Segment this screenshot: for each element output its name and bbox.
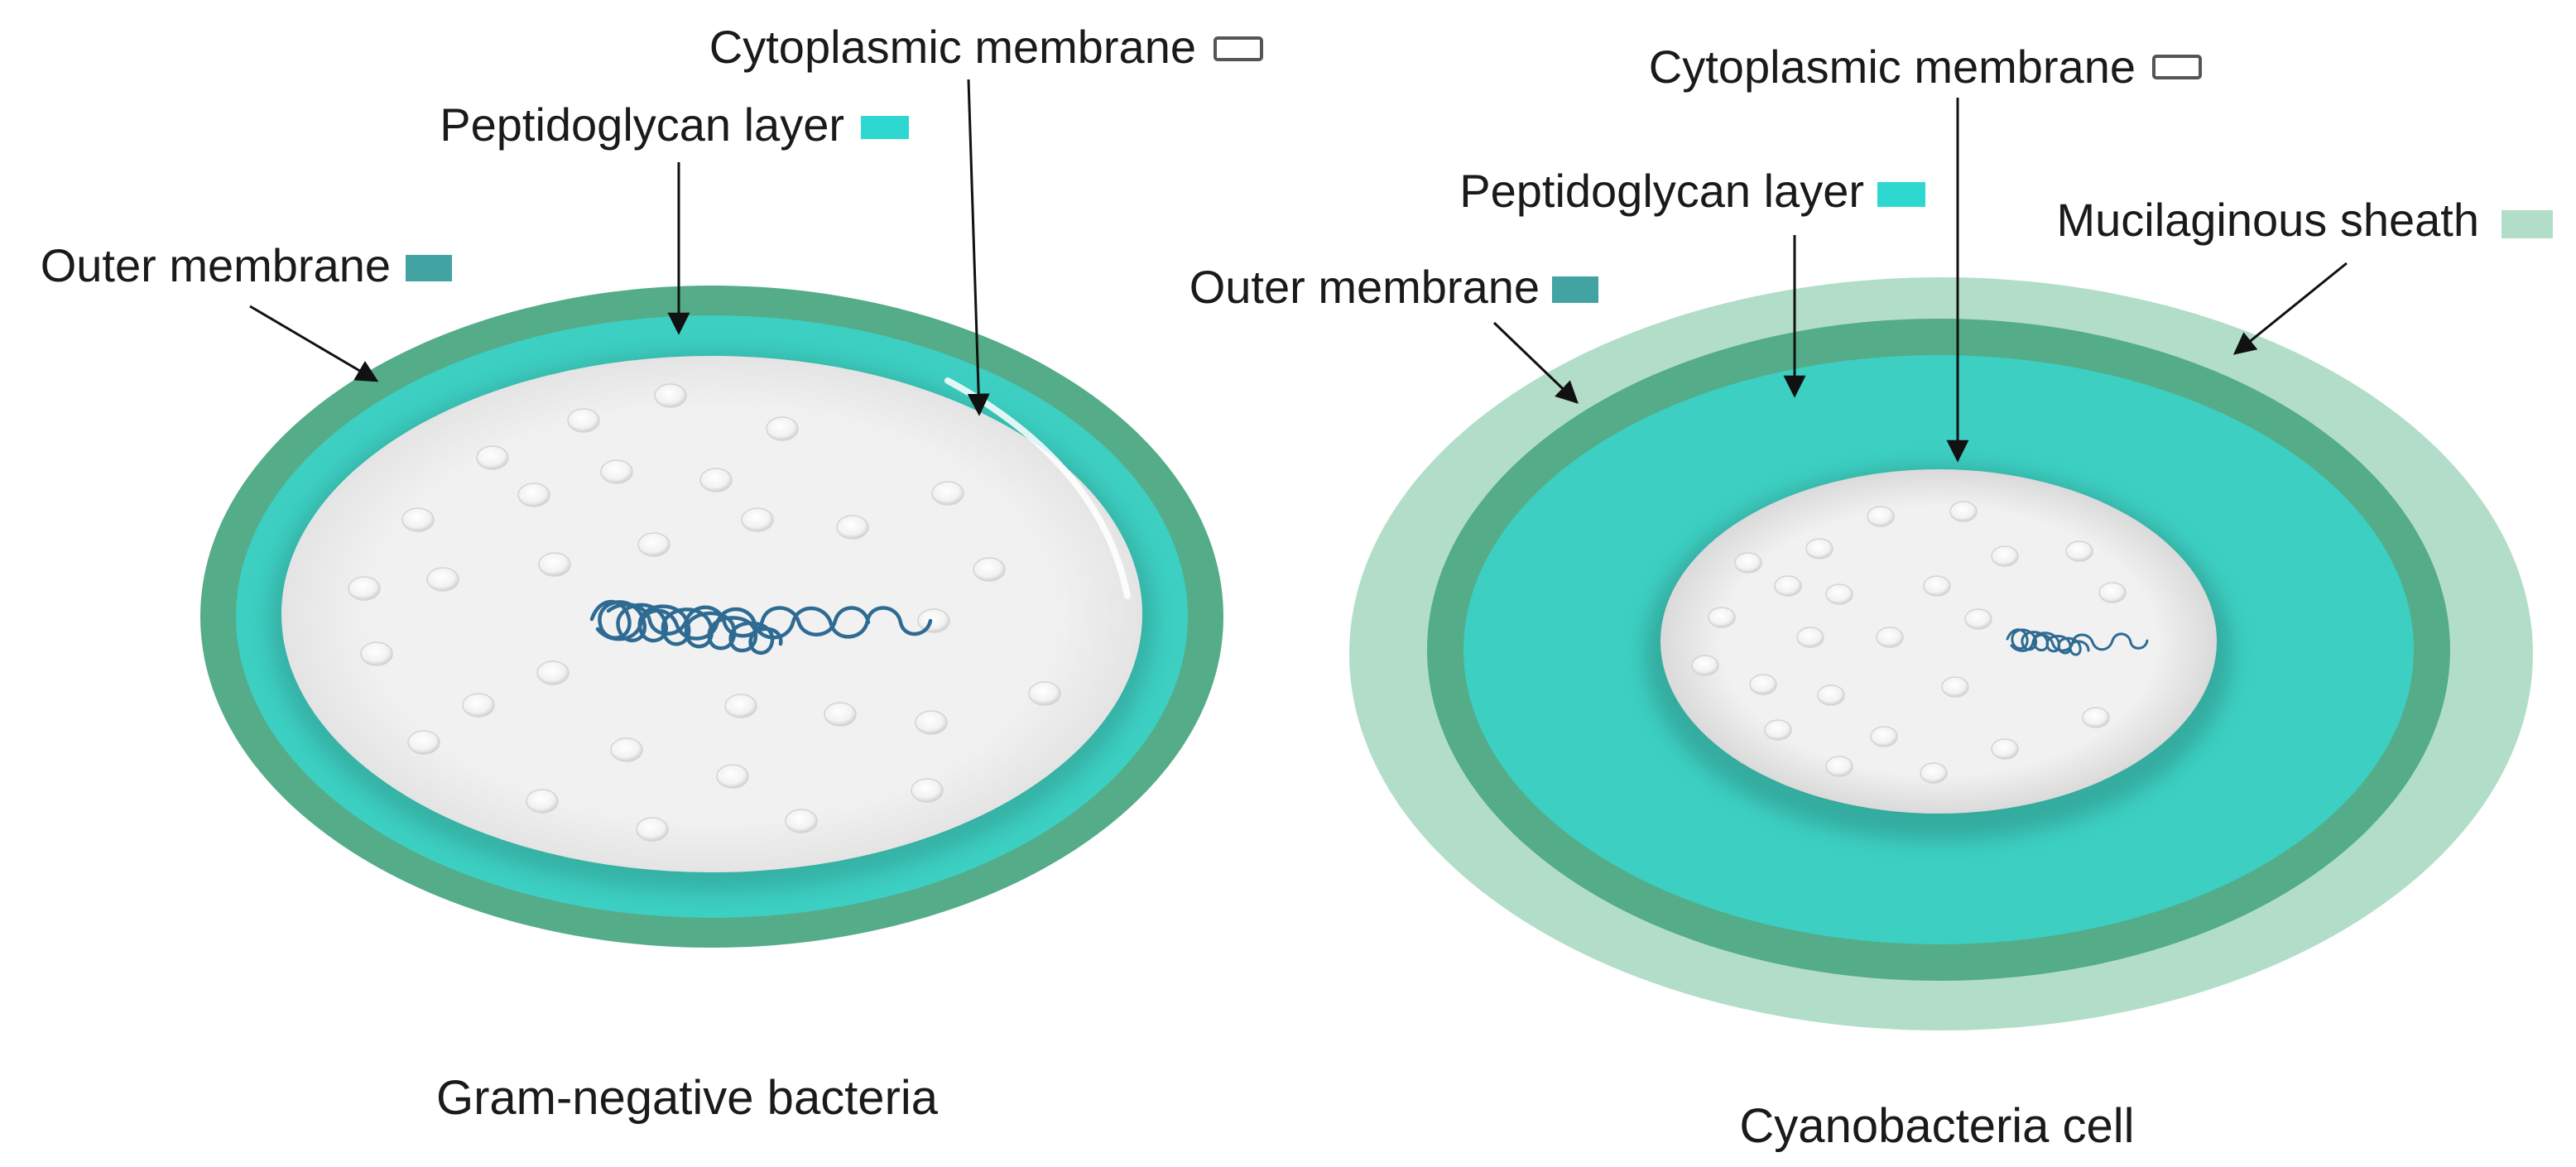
caption-gram-negative: Gram-negative bacteria [436, 1071, 939, 1125]
ribosome-dot [716, 764, 749, 789]
label-mucilaginous-sheath: Mucilaginous sheath [2056, 194, 2479, 246]
arrow-outer [249, 305, 379, 382]
ribosome-dot [973, 557, 1006, 582]
ribosome-dot [911, 778, 944, 803]
left-labels: Cytoplasmic membrane Peptidoglycan layer… [41, 21, 1263, 416]
ribosome-dot [1764, 719, 1792, 741]
ribosome-dot [1923, 575, 1951, 597]
ribosome-dot [1028, 681, 1061, 706]
ribosome-dot [2098, 582, 2127, 603]
gram-negative-cell [200, 286, 1223, 948]
ribosome-dot [824, 702, 857, 727]
arrow-cytoplasmic [967, 79, 990, 416]
dna-icon [589, 599, 933, 656]
label-outer-membrane: Outer membrane [41, 239, 391, 291]
ribosome-dot [741, 507, 774, 532]
cytoplasm [1660, 469, 2217, 814]
ribosome-dot [1749, 674, 1777, 695]
ribosome-dot [1991, 738, 2019, 760]
ribosome-dot [917, 608, 950, 633]
ribosome-dot [1941, 676, 1969, 698]
right-labels: Cytoplasmic membrane Peptidoglycan layer… [1189, 41, 2553, 463]
ribosome-dot [636, 817, 669, 842]
label-peptidoglycan-layer: Peptidoglycan layer [1459, 165, 1864, 217]
ribosome-dot [1708, 607, 1736, 628]
ribosome-dot [1825, 584, 1853, 605]
legend-swatch-cytoplasmic [1214, 36, 1263, 61]
ribosome-dot [637, 532, 670, 557]
ribosome-dot [1796, 627, 1824, 648]
arrow-outer [1492, 321, 1579, 404]
ribosome-dot [1867, 506, 1895, 527]
ribosome-dot [654, 383, 687, 408]
ribosome-dot [401, 507, 435, 532]
ribosome-dot [476, 445, 509, 470]
ribosome-dot [766, 416, 799, 441]
ribosome-dot [1774, 575, 1802, 597]
ribosome-dot [836, 515, 869, 540]
ribosome-dot [1734, 552, 1762, 574]
ribosome-dot [724, 694, 757, 718]
ribosome-dot [785, 809, 818, 833]
ribosome-dot [1991, 545, 2019, 567]
ribosome-dot [1817, 684, 1845, 706]
ribosome-dot [426, 567, 459, 592]
ribosome-dot [360, 641, 393, 666]
label-cytoplasmic-membrane: Cytoplasmic membrane [1649, 41, 2136, 93]
dna-icon [2006, 628, 2149, 656]
legend-swatch-sheath [2502, 210, 2553, 238]
ribosome-dot [2082, 707, 2110, 728]
ribosome-dot [1825, 756, 1853, 777]
ribosome-dot [1870, 726, 1898, 747]
ribosome-dot [699, 468, 733, 492]
ribosome-group [1691, 501, 2127, 784]
ribosome-dot [610, 737, 643, 762]
label-peptidoglycan-layer: Peptidoglycan layer [440, 98, 844, 151]
ribosome-dot [517, 483, 550, 507]
ribosome-dot [567, 408, 600, 433]
ribosome-dot [915, 710, 948, 735]
caption-cyanobacteria: Cyanobacteria cell [1739, 1099, 2134, 1153]
cyanobacteria-cell [1349, 277, 2533, 1030]
label-cytoplasmic-membrane: Cytoplasmic membrane [709, 21, 1196, 73]
ribosome-dot [931, 481, 964, 506]
ribosome-dot [536, 660, 570, 685]
label-outer-membrane: Outer membrane [1189, 261, 1540, 313]
legend-swatch-outer [1552, 276, 1598, 303]
ribosome-dot [1964, 608, 1992, 630]
ribosome-dot [526, 789, 559, 814]
ribosome-dot [1949, 501, 1978, 522]
arrow-sheath [2232, 262, 2348, 355]
ribosome-dot [407, 730, 440, 755]
ribosome-dot [1920, 762, 1948, 784]
legend-swatch-peptidoglycan [861, 116, 909, 139]
ribosome-dot [600, 459, 633, 484]
legend-swatch-cytoplasmic [2152, 55, 2202, 79]
legend-swatch-outer [406, 255, 452, 281]
ribosome-dot [538, 552, 571, 577]
ribosome-dot [1876, 627, 1904, 648]
ribosome-dot [1805, 538, 1833, 559]
ribosome-dot [348, 576, 381, 601]
ribosome-dot [1691, 655, 1719, 676]
ribosome-group [348, 383, 1061, 842]
legend-swatch-peptidoglycan [1877, 182, 1925, 207]
ribosome-dot [462, 693, 495, 718]
ribosome-dot [2065, 540, 2093, 562]
